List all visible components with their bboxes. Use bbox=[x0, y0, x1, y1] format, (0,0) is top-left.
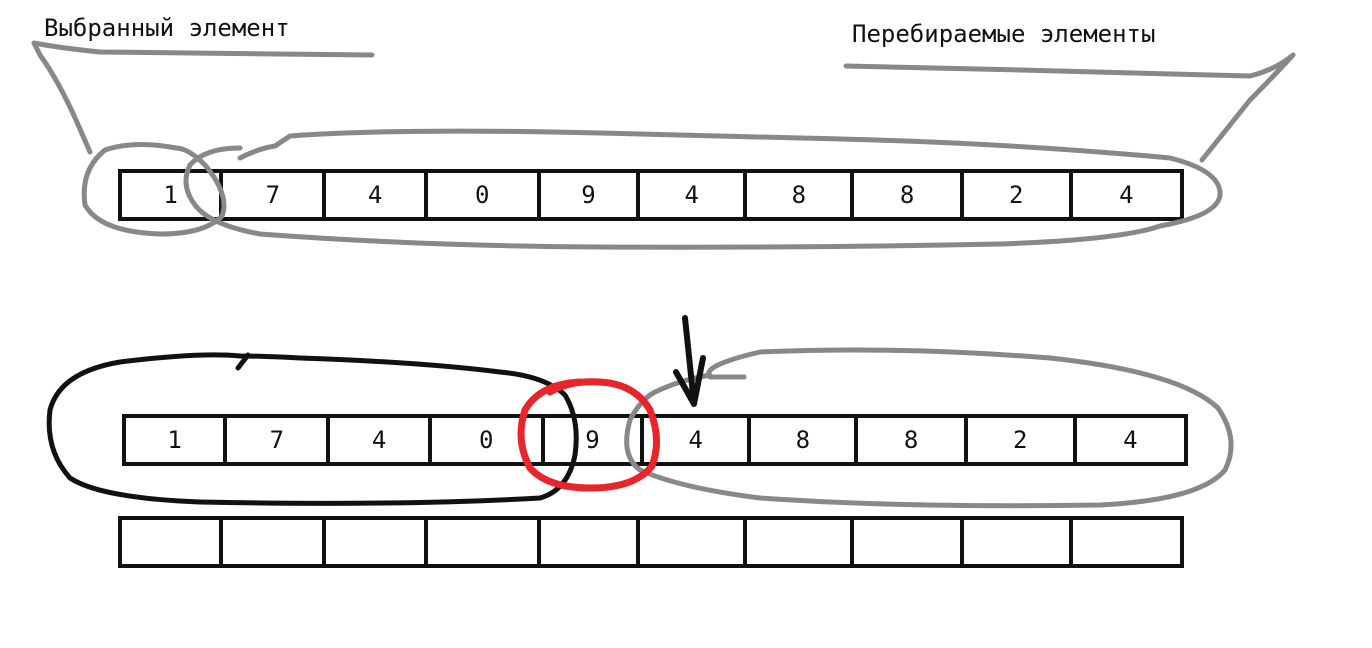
top-array-cell: 7 bbox=[223, 173, 327, 217]
empty-array-cell bbox=[223, 520, 327, 564]
bottom-array-cell: 0 bbox=[432, 418, 545, 462]
bottom-array-cell: 4 bbox=[1123, 426, 1138, 454]
top-array-cell: 4 bbox=[1119, 181, 1134, 209]
iterated-elements-label: Перебираемые элементы bbox=[852, 20, 1156, 48]
empty-array-cell bbox=[541, 520, 641, 564]
empty-array-cell bbox=[964, 520, 1073, 564]
bottom-array-cell: 1 bbox=[126, 418, 228, 462]
selected-element-label: Выбранный элемент bbox=[44, 14, 290, 42]
top-array-cell: 4 bbox=[640, 173, 748, 217]
bottom-array-cell: 8 bbox=[858, 418, 968, 462]
iterated-label-leader bbox=[843, 52, 1296, 163]
top-array-cell: 1 bbox=[122, 173, 224, 217]
empty-array-cell bbox=[428, 520, 541, 564]
bottom-array-cell: 4 bbox=[644, 418, 752, 462]
empty-array-cell bbox=[122, 520, 224, 564]
top-array-cell: 8 bbox=[747, 173, 855, 217]
top-array-cell: 4 bbox=[326, 173, 428, 217]
down-arrow-icon bbox=[673, 315, 706, 407]
top-array-cell: 9 bbox=[541, 173, 641, 217]
bottom-array-cell: 4 bbox=[330, 418, 432, 462]
empty-array-cell bbox=[640, 520, 748, 564]
empty-array-cell bbox=[326, 520, 428, 564]
bottom-array-cell: 2 bbox=[968, 418, 1077, 462]
empty-array-cell bbox=[1073, 520, 1180, 564]
empty-array-cell bbox=[854, 520, 964, 564]
bottom-array-cell: 8 bbox=[751, 418, 859, 462]
bottom-array-cell: 7 bbox=[227, 418, 331, 462]
top-array-cell: 8 bbox=[854, 173, 964, 217]
top-array-cell: 2 bbox=[964, 173, 1073, 217]
top-array-cell: 0 bbox=[428, 173, 541, 217]
empty-array-cell bbox=[747, 520, 855, 564]
empty-result-array bbox=[118, 516, 1184, 568]
selected-label-leader bbox=[31, 40, 375, 155]
bottom-array-cell: 9 bbox=[545, 418, 645, 462]
